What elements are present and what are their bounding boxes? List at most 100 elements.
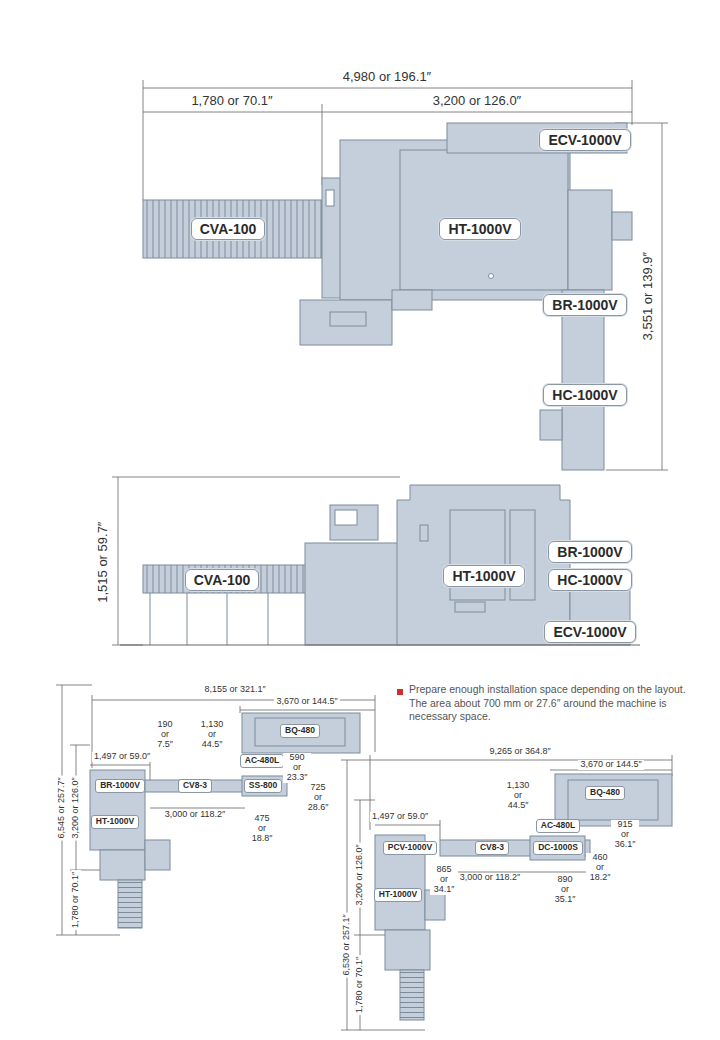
machine-outline [568,190,612,290]
machine-outline [187,593,188,645]
dimension-label: 3,000 or 118.2″ [163,810,228,820]
part-name: HT-1000V [452,568,515,584]
dimension-lines [90,765,150,766]
part-label: DC-1000S [533,841,583,855]
dimension-lines [375,695,376,752]
machine-outline [227,593,228,645]
machine-outline [612,212,632,240]
layout-note: Prepare enough installation space depend… [407,683,691,724]
part-label: CV8-3 [475,841,509,855]
dimension-label: 6,545 or 257.7″ [57,775,67,840]
machine-outline [145,840,170,870]
part-label: HT-1000V [91,815,139,829]
machine-outline [242,713,360,753]
dimension-lines [354,935,385,936]
machine-outline [120,645,640,646]
dimension-lines [341,760,370,761]
dimension-label: 8,155 or 321.1″ [202,685,267,695]
machine-outline [530,836,585,860]
dimension-label: 3,200 or 126.0″ [71,775,81,840]
dimension-lines [322,104,323,185]
part-label: BQ-480 [585,786,625,800]
dimension-label: 3,200 or 126.0″ [355,842,365,907]
machine-outline [562,290,604,470]
part-name: HC-1000V [552,387,617,403]
dimension-lines [56,80,672,1030]
dimension-label: 1,515 or 59.7″ [97,519,111,604]
dimension-lines [606,470,668,471]
dimension-lines [150,808,245,809]
part-label: BQ-480 [280,724,320,738]
machine-outline [397,485,570,645]
part-label: BR-1000V [543,294,626,316]
dimension-lines [143,88,632,89]
machine-outline [268,593,269,645]
part-label: PCV-1000V [383,841,437,855]
dimension-lines [341,1030,425,1031]
dimension-lines [662,123,663,470]
machine-outline [150,593,151,645]
dimension-label: 3,670 or 144.5″ [578,760,643,770]
dimension-label: 190 or 7.5″ [151,720,179,750]
part-name: HT-1000V [379,890,417,900]
machine-outline [455,602,485,612]
part-label: HC-1000V [543,384,626,406]
machine-outline [90,770,145,850]
part-name: CV8-3 [480,843,504,853]
part-label: ECV-1000V [539,129,630,151]
part-name: PCV-1000V [388,843,432,853]
dimension-lines [632,80,633,125]
dimension-label: 1,780 or 70.1″ [355,955,365,1015]
dimension-label: 590 or 23.3″ [283,753,311,783]
part-name: DC-1000S [538,843,578,853]
machine-outline [335,510,357,525]
part-name: AC-480L [541,821,575,831]
part-name: HC-1000V [557,572,622,588]
dimension-label: 3,670 or 144.5″ [274,697,339,707]
machine-outline [100,850,145,880]
dimension-lines [118,477,119,645]
dimension-lines [150,760,151,780]
part-label: SS-800 [244,779,282,793]
machine-outline [330,312,366,326]
part-label: CVA-100 [191,218,266,240]
machine-outline [143,200,322,258]
note-bullet [397,689,403,695]
machine-outline [305,543,400,645]
part-label: HT-1000V [374,888,422,902]
part-name: ECV-1000V [553,624,626,640]
dimension-label: 1,780 or 70.1″ [71,870,81,930]
dimension-lines [70,745,90,746]
machine-outline [90,123,672,1020]
machine-outline [400,970,424,1020]
dimension-label: 3,200 or 126.0″ [431,94,523,108]
dimension-label: 915 or 36.1″ [611,820,639,850]
machine-outline [540,410,562,440]
dimension-lines [347,760,348,1030]
dimension-label: 1,130 or 44.5″ [504,781,532,811]
machine-outline [489,274,494,279]
dimension-lines [143,112,632,113]
part-label: HT-1000V [439,218,520,240]
dimension-label: 890 or 35.1″ [551,875,579,905]
dimension-label: 460 or 18.2″ [586,853,614,883]
part-name: HT-1000V [448,221,511,237]
part-label: HT-1000V [443,565,524,587]
part-name: CV8-3 [183,781,207,791]
dimension-lines [112,477,400,478]
dimension-label: 3,551 or 139.9″ [641,250,655,342]
dimension-lines [440,820,441,840]
dimension-label: 1,497 or 59.0″ [92,752,152,762]
part-label: BR-1000V [95,779,145,793]
dimension-label: 9,265 or 364.8″ [487,747,552,757]
dimension-lines [375,825,440,826]
part-name: BR-1000V [552,297,617,313]
machine-outline [568,780,658,820]
dimension-lines [240,706,241,713]
part-label: BR-1000V [548,541,631,563]
dimension-lines [143,80,144,200]
dimension-lines [56,685,92,686]
machine-outline [255,718,345,746]
part-label: HC-1000V [548,569,631,591]
dimension-lines [672,755,673,776]
